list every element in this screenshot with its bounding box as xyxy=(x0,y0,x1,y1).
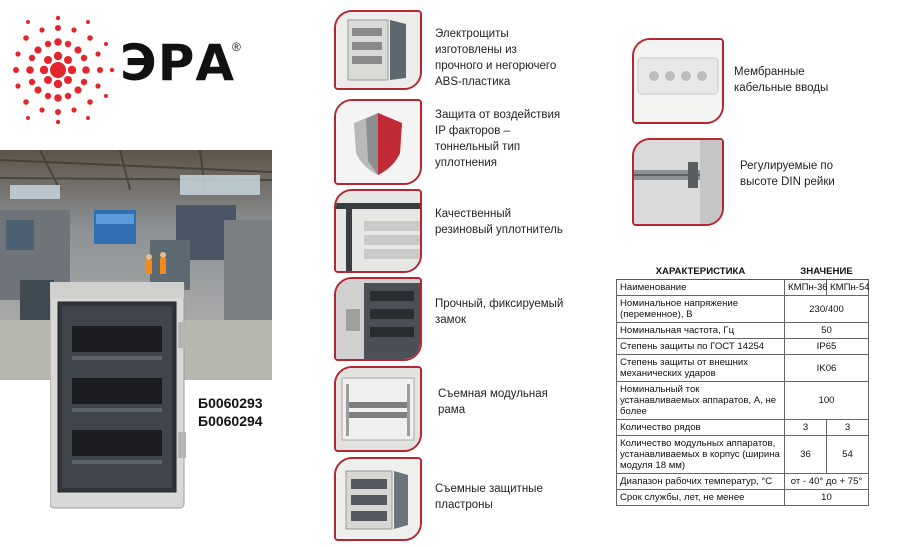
row-value: 230/400 xyxy=(784,295,869,323)
feature-right-2-image xyxy=(632,138,724,226)
row-name: Степень защиты от внешних механических у… xyxy=(616,354,785,382)
table-row: Наименование КМПн-36 КМПн-54 xyxy=(616,279,870,296)
row-name: Степень защиты по ГОСТ 14254 xyxy=(616,338,785,355)
row-value-2: КМПн-54 xyxy=(826,279,870,296)
feature-6-text: Съемные защитные пластроны xyxy=(435,483,543,511)
lock-icon xyxy=(336,279,420,359)
spec-table: ХАРАКТЕРИСТИКА ЗНАЧЕНИЕ Наименование КМП… xyxy=(616,264,870,506)
sku-block: Б0060293 Б0060294 xyxy=(198,394,263,430)
feature-2-image xyxy=(334,99,422,185)
feature-5-image xyxy=(334,366,422,452)
row-name: Номинальное напряжение (переменное), В xyxy=(616,295,785,323)
sku-1: Б0060293 xyxy=(198,395,263,411)
protective-panels-icon xyxy=(336,459,420,539)
table-row: Номинальное напряжение (переменное), В 2… xyxy=(616,295,869,323)
table-row: Количество рядов 3 3 xyxy=(616,419,869,436)
rubber-seal-icon xyxy=(336,191,420,271)
row-name: Номинальный ток устанавливаемых аппарато… xyxy=(616,381,785,420)
product-image xyxy=(50,282,186,509)
table-row: Номинальная частота, Гц 50 xyxy=(616,322,869,339)
header-value: ЗНАЧЕНИЕ xyxy=(784,264,869,280)
feature-1-image xyxy=(334,10,422,90)
shield-icon xyxy=(336,101,420,183)
row-value: 50 xyxy=(784,322,869,339)
registered-mark: ® xyxy=(232,40,241,54)
row-value-1: 36 xyxy=(784,435,827,474)
row-name: Номинальная частота, Гц xyxy=(616,322,785,339)
row-value: IP65 xyxy=(784,338,869,355)
feature-3-image xyxy=(334,189,422,273)
row-value-1: КМПн-36 xyxy=(784,279,828,296)
header-characteristic: ХАРАКТЕРИСТИКА xyxy=(616,264,785,280)
row-value: 100 xyxy=(784,381,869,420)
table-row: Степень защиты по ГОСТ 14254 IP65 xyxy=(616,338,869,355)
table-row: Номинальный ток устанавливаемых аппарато… xyxy=(616,381,869,420)
feature-1-text: Электрощиты изготовлены из прочного и не… xyxy=(435,28,557,88)
feature-right-1-text: Мембранные кабельные вводы xyxy=(734,66,829,94)
feature-6-image xyxy=(334,457,422,541)
row-value-2: 3 xyxy=(826,419,869,436)
cable-entries-icon xyxy=(634,40,722,122)
brand-name: ЭРА xyxy=(120,34,236,92)
row-name: Количество рядов xyxy=(616,419,785,436)
feature-5-text: Съемная модульная рама xyxy=(438,388,548,416)
spec-table-header: ХАРАКТЕРИСТИКА ЗНАЧЕНИЕ xyxy=(616,264,869,280)
table-row: Диапазон рабочих температур, °С от - 40°… xyxy=(616,473,869,490)
feature-right-2-text: Регулируемые по высоте DIN рейки xyxy=(740,160,835,188)
table-row: Степень защиты от внешних механических у… xyxy=(616,354,869,382)
feature-right-1-image xyxy=(632,38,724,124)
row-value-1: 3 xyxy=(784,419,827,436)
feature-3-text: Качественный резиновый уплотнитель xyxy=(435,208,563,236)
row-name: Диапазон рабочих температур, °С xyxy=(616,473,785,490)
feature-4-text: Прочный, фиксируемый замок xyxy=(435,298,564,326)
din-rail-icon xyxy=(634,140,722,224)
row-value: IK06 xyxy=(784,354,869,382)
modular-frame-icon xyxy=(336,368,420,450)
enclosure-open-icon xyxy=(336,12,420,88)
sku-2: Б0060294 xyxy=(198,413,263,429)
row-name: Количество модульных аппаратов, устанавл… xyxy=(616,435,785,474)
row-name: Наименование xyxy=(616,279,785,296)
table-row: Количество модульных аппаратов, устанавл… xyxy=(616,435,869,474)
feature-2-text: Защита от воздействия IP факторов – тонн… xyxy=(435,109,561,169)
logo-burst-icon xyxy=(13,15,115,125)
row-value: от - 40° до + 75° xyxy=(784,473,869,490)
row-value-2: 54 xyxy=(826,435,869,474)
row-value: 10 xyxy=(784,489,869,506)
table-row: Срок службы, лет, не менее 10 xyxy=(616,489,869,506)
feature-4-image xyxy=(334,277,422,361)
row-name: Срок службы, лет, не менее xyxy=(616,489,785,506)
